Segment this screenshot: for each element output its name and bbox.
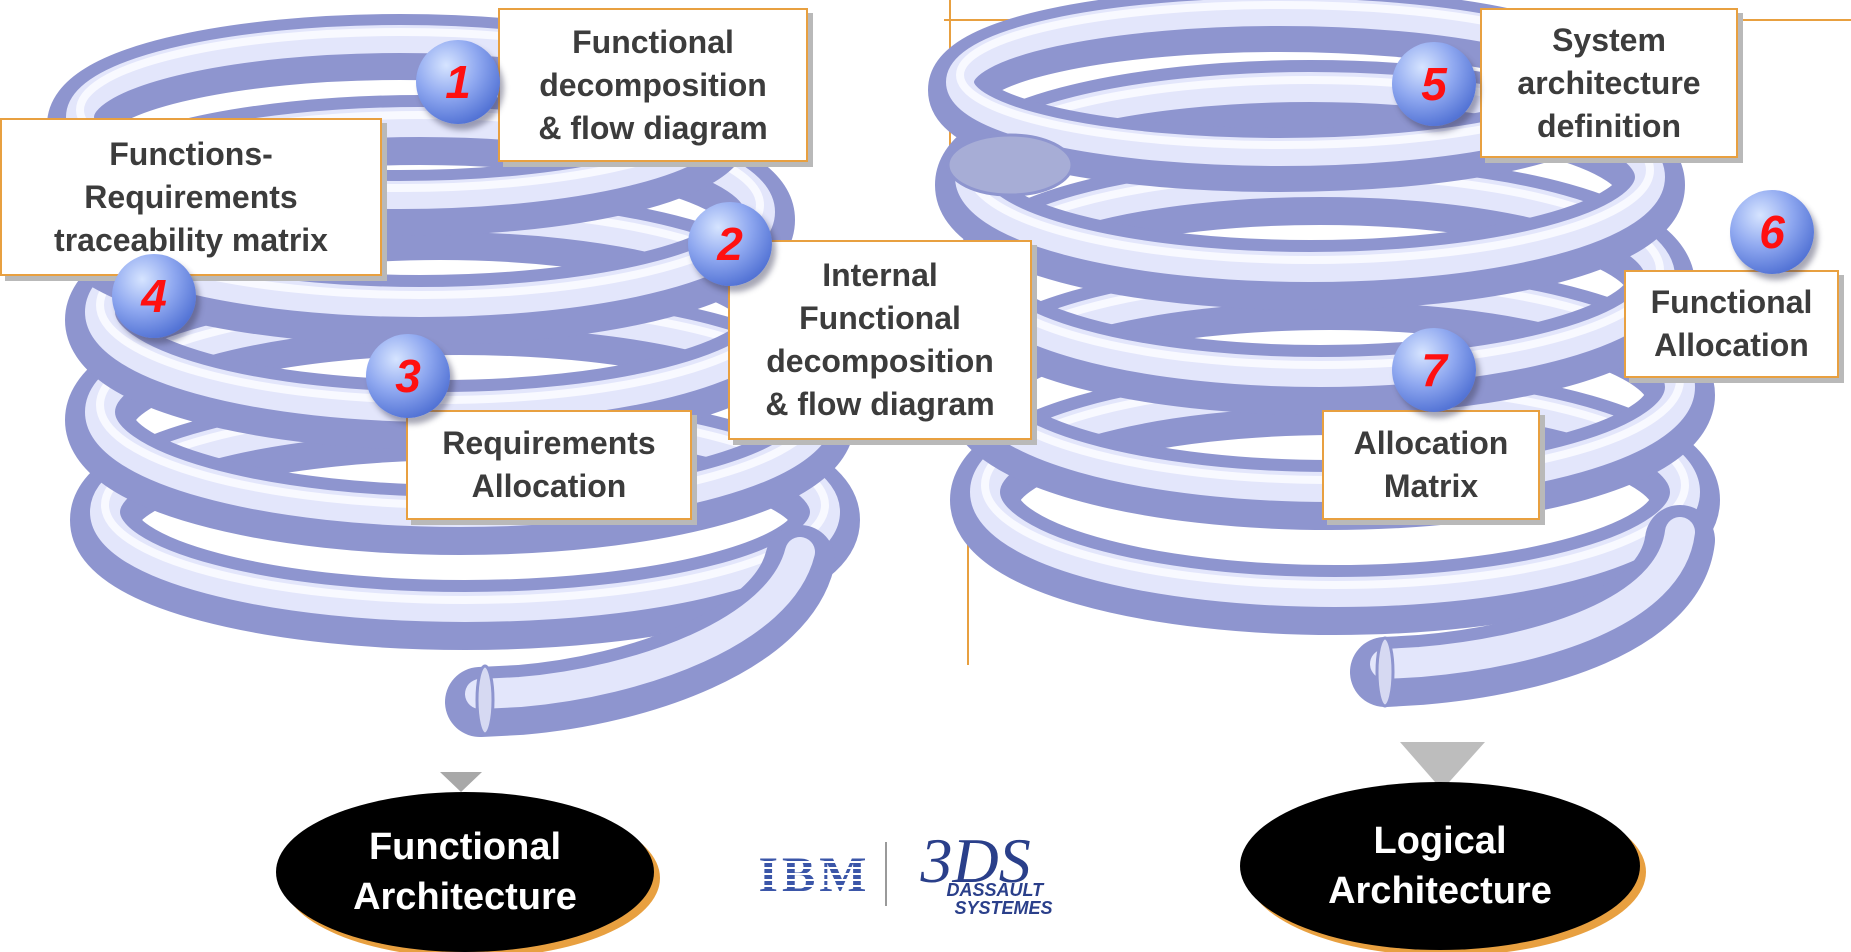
step-1-line-3: & flow diagram bbox=[538, 109, 768, 146]
step-1-line-2: decomposition bbox=[539, 66, 767, 103]
step-3-line-1: Requirements bbox=[442, 425, 656, 461]
step-6-line-1: Functional bbox=[1650, 284, 1813, 320]
step-2-line-1: Internal bbox=[822, 257, 938, 293]
ibm-logo-text: IBM bbox=[758, 846, 871, 902]
ibm-dassault-logo: IBM 3DS DASSAULT SYSTEMES bbox=[732, 818, 1077, 930]
step-2-number: 2 bbox=[717, 218, 743, 270]
step-4-badge: 4 bbox=[112, 254, 196, 338]
step-1-number: 1 bbox=[445, 56, 471, 108]
dassault-logo: 3DS DASSAULT SYSTEMES bbox=[901, 824, 1053, 924]
step-5-badge: 5 bbox=[1392, 42, 1476, 126]
step-4-line-1: Functions- bbox=[109, 135, 273, 172]
step-6-badge: 6 bbox=[1730, 190, 1814, 274]
step-5-line-2: architecture bbox=[1517, 64, 1701, 101]
step-7-number: 7 bbox=[1421, 344, 1447, 396]
functional-architecture-line-1: Functional bbox=[368, 826, 562, 868]
step-3-number: 3 bbox=[395, 350, 421, 402]
left-coil-end-cap bbox=[475, 664, 495, 736]
step-5-line-1: System bbox=[1552, 21, 1666, 58]
step-6-line-2: Allocation bbox=[1654, 327, 1809, 363]
step-2-line-2: Functional bbox=[799, 300, 961, 336]
ds-line-1: DASSAULT bbox=[946, 880, 1044, 900]
step-4-box: Functions- Requirements traceability mat… bbox=[0, 118, 382, 276]
step-1-badge: 1 bbox=[416, 40, 500, 124]
step-3-box: Requirements Allocation bbox=[406, 410, 692, 520]
logical-architecture-oval: Logical Architecture bbox=[1240, 782, 1640, 950]
step-3-badge: 3 bbox=[366, 334, 450, 418]
functional-architecture-oval: Functional Architecture bbox=[276, 792, 654, 952]
step-5-line-3: definition bbox=[1537, 107, 1681, 144]
step-7-line-1: Allocation bbox=[1353, 425, 1509, 461]
step-2-line-3: decomposition bbox=[766, 343, 994, 379]
ds-line-2: SYSTEMES bbox=[954, 898, 1053, 918]
step-2-badge: 2 bbox=[688, 202, 772, 286]
step-4-line-3: traceability matrix bbox=[54, 221, 328, 258]
step-4-line-2: Requirements bbox=[84, 178, 298, 215]
logo-divider bbox=[884, 842, 887, 906]
functional-architecture-line-2: Architecture bbox=[353, 876, 577, 918]
logical-architecture-line-1: Logical bbox=[1373, 820, 1507, 862]
step-1-line-1: Functional bbox=[572, 23, 734, 60]
logical-architecture-line-2: Architecture bbox=[1328, 870, 1552, 912]
down-triangle-icon bbox=[440, 772, 482, 792]
step-6-box: Functional Allocation bbox=[1624, 270, 1839, 378]
step-3-line-2: Allocation bbox=[471, 468, 627, 504]
ds-mark-text: 3DS bbox=[920, 825, 1031, 896]
step-5-box: System architecture definition bbox=[1480, 8, 1738, 158]
down-triangle-icon bbox=[1400, 742, 1485, 790]
step-7-badge: 7 bbox=[1392, 328, 1476, 412]
right-coil-start-cap bbox=[946, 133, 1074, 197]
right-coil-end-cap bbox=[1375, 636, 1395, 708]
step-6-number: 6 bbox=[1759, 206, 1785, 258]
step-2-line-4: & flow diagram bbox=[765, 386, 995, 422]
step-5-number: 5 bbox=[1421, 58, 1447, 110]
step-2-box: Internal Functional decomposition & flow… bbox=[728, 240, 1032, 440]
step-4-number: 4 bbox=[141, 270, 167, 322]
step-1-box: Functional decomposition & flow diagram bbox=[498, 8, 808, 162]
step-7-line-2: Matrix bbox=[1383, 468, 1479, 504]
step-7-box: Allocation Matrix bbox=[1322, 410, 1540, 520]
